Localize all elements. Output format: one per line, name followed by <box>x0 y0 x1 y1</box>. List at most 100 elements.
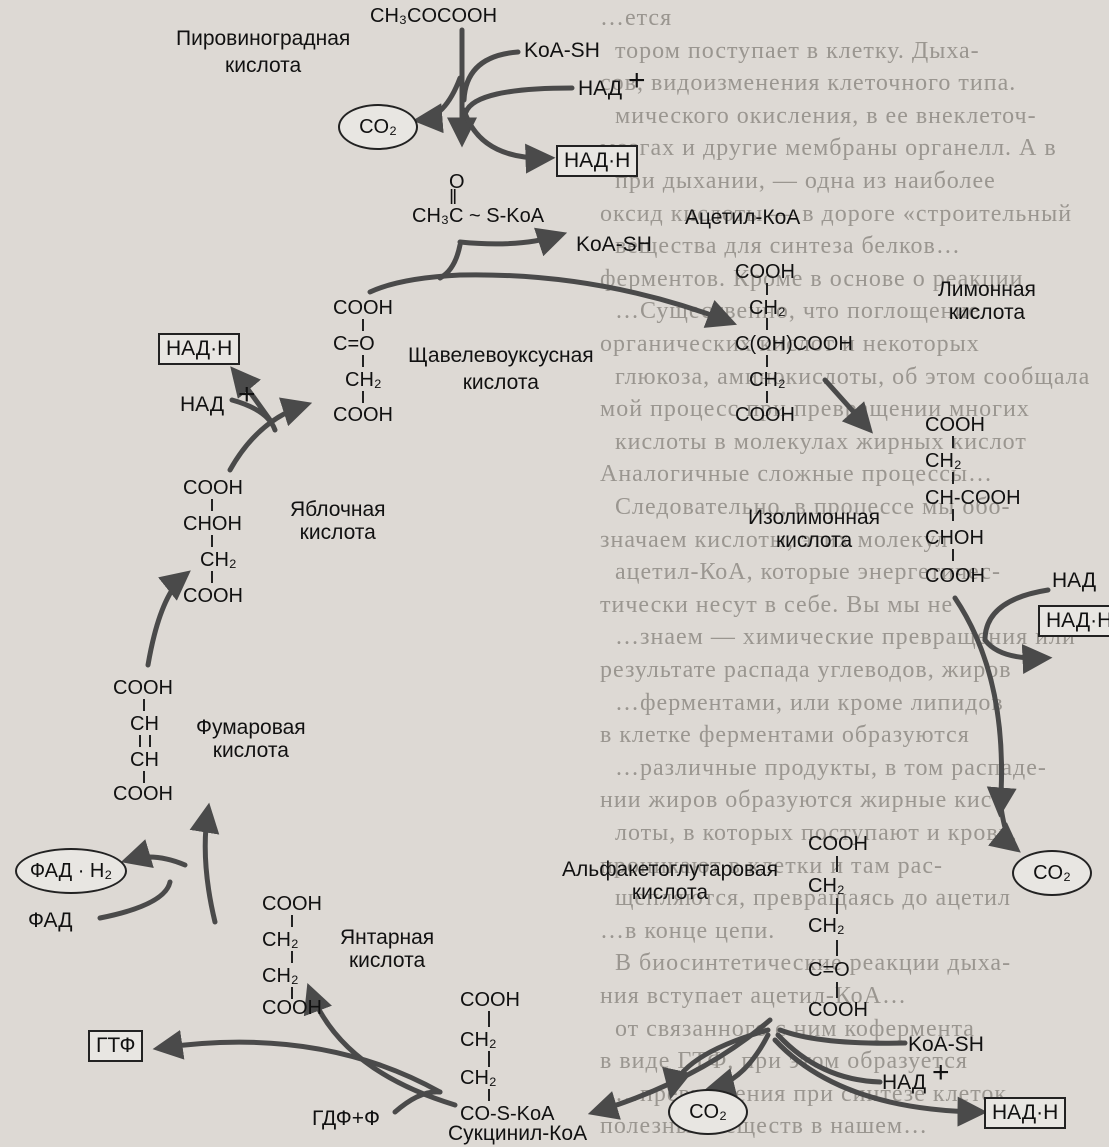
plus-sign-3: + <box>932 1056 950 1089</box>
arrow-acetyl-join <box>437 242 463 281</box>
co2-circle-3: CO₂ <box>668 1089 748 1135</box>
bond <box>362 391 364 403</box>
nad-label-3: НАД <box>882 1071 927 1094</box>
malic-name: Яблочная кислота <box>290 498 386 544</box>
citric-line-2: CH₂ <box>749 297 786 319</box>
succinylcoa-line-4: CO-S-KoA <box>460 1103 555 1125</box>
arrow-nadh-out-2 <box>772 1037 988 1127</box>
isocitric-line-2: CH₂ <box>925 450 962 472</box>
succinylcoa-name: Сукцинил-КоА <box>448 1122 588 1145</box>
background-text-line: ния вступает ацетил-КоА… <box>600 983 907 1009</box>
pyruvic-formula: CH₃COCOOH <box>370 5 498 27</box>
fumaric-line-2: CH <box>130 713 159 735</box>
background-text-line: мического окисления, в ее внеклеточ- <box>615 102 1037 129</box>
oxaloacetic-name: Щавелевоуксусная кислота <box>408 344 594 394</box>
arrow-fadh2-out <box>120 839 188 868</box>
fad-label: ФАД <box>28 909 73 932</box>
arrow-nad-in <box>463 85 575 115</box>
succinylcoa-line-2: CH₂ <box>460 1029 497 1051</box>
arrow-co2-isocitric <box>988 797 1021 853</box>
nad-label-1: НАД <box>578 77 623 100</box>
arrow-nad-isocitric <box>982 587 1051 643</box>
oxaloacetic-line-1: COOH <box>333 297 393 319</box>
background-text-line: результате распада углеводов, жиров <box>600 657 1012 683</box>
bond <box>211 571 213 583</box>
background-text-line: сов, видоизменения клеточного типа. <box>600 70 1017 97</box>
bond <box>488 1089 490 1101</box>
background-text-line: от связанного с ним кофермента <box>615 1015 975 1042</box>
nad-label-isocitric: НАД <box>1052 569 1097 592</box>
koash-label-1: KoA-SH <box>524 39 600 62</box>
citric-name: Лимонная кислота <box>938 278 1036 324</box>
background-text-line: нии жиров образуются жирные кис- <box>600 787 1002 814</box>
fumaric-name: Фумаровая кислота <box>196 716 306 762</box>
fumaric-line-4: COOH <box>113 783 173 805</box>
co2-circle-ketoglutaric: CO₂ <box>1012 850 1092 896</box>
succinic-line-4: COOH <box>262 997 322 1019</box>
background-text-line: щепляются, превращаясь до ацетил <box>615 885 1011 912</box>
isocitric-line-3: CH-COOH <box>925 487 1021 509</box>
double-bond <box>139 735 151 747</box>
nad-label-malic: НАД <box>180 393 225 416</box>
succinic-name: Янтарная кислота <box>340 926 435 972</box>
fadh2-circle: ФАД · Н₂ <box>15 848 127 894</box>
gdp-label: ГДФ+Ф <box>312 1107 380 1130</box>
succinic-line-1: COOH <box>262 893 322 915</box>
background-text-line: вещества для синтеза белков… <box>615 233 961 260</box>
background-text-line: в виде ГТФ, при этом образуется <box>600 1048 968 1075</box>
malic-line-3: CH₂ <box>200 549 237 571</box>
oxaloacetic-line-4: COOH <box>333 404 393 426</box>
fumaric-line-3: CH <box>130 749 159 771</box>
malic-line-4: COOH <box>183 585 243 607</box>
arrow-nadh-out <box>461 107 556 174</box>
bond <box>836 856 838 872</box>
co2-circle-1: CO₂ <box>338 104 418 150</box>
citric-line-5: COOH <box>735 404 795 426</box>
plus-sign-1: + <box>628 64 646 97</box>
background-text-line: кислоты в молекулах жирных кислот <box>615 428 1027 455</box>
background-text-line: мозгах и другие мембраны органелл. А в <box>600 135 1057 162</box>
isocitric-name: Изолимонная кислота <box>748 506 881 552</box>
bond <box>143 699 145 711</box>
background-text-line: …в конце цепи. <box>600 917 776 944</box>
gtp-box: ГТФ <box>88 1030 144 1062</box>
fumaric-line-1: COOH <box>113 677 173 699</box>
bond <box>291 951 293 963</box>
ketoglutaric-line-2: CH₂ <box>808 875 845 897</box>
background-text-line: ферментов. Кроме в основе о реакции <box>600 265 1024 292</box>
ketoglutaric-line-4: C=O <box>808 959 850 981</box>
arrow-oxaloacetate-to-citric <box>367 272 738 328</box>
acetyl-oxygen: O <box>449 171 465 193</box>
arrow-koash-in <box>461 49 521 103</box>
background-text-line: лоты, в которых поступают и кровь, <box>615 820 1018 846</box>
isocitric-line-4: CHOH <box>925 527 984 549</box>
plus-sign-malic: + <box>238 378 256 411</box>
arrow-fumaric-to-malic <box>145 570 191 668</box>
arrow-co2-out <box>412 75 463 134</box>
background-text-line: тором поступает в клетку. Дыха- <box>615 37 980 64</box>
bond <box>766 283 768 295</box>
background-text-line: проникают в клетки и там рас- <box>600 852 943 879</box>
arrow-nadh-malic <box>230 366 273 423</box>
arrow-malic-to-oxaloacetate <box>227 397 313 473</box>
background-text-line: значаем кислоты, этих молекул <box>600 526 949 553</box>
arrow-nad-in-2 <box>775 1032 883 1085</box>
arrow-succinic-to-fumaric <box>189 802 220 925</box>
bond <box>211 535 213 547</box>
citric-line-3: C(OH)COOH <box>735 333 853 355</box>
bond <box>766 391 768 403</box>
background-text-line: ацетил-КоА, которые энергетичес- <box>615 559 1001 586</box>
background-text-line: В биосинтетические реакции дыха- <box>615 950 1012 977</box>
arrow-fad-in <box>97 879 173 921</box>
background-text-line: в клетке ферментами образуются <box>600 722 970 749</box>
arrow-co2-out-2 <box>704 1032 771 1098</box>
background-text-line: …ферментами, или кроме липидов <box>615 689 1004 716</box>
malic-line-1: COOH <box>183 477 243 499</box>
oxaloacetic-line-2: C=O <box>333 333 375 355</box>
background-text-line: глюкоза, аминокислоты, об этом сообщала <box>615 363 1091 390</box>
succinylcoa-line-3: CH₂ <box>460 1067 497 1089</box>
ketoglutaric-line-3: CH₂ <box>808 915 845 937</box>
